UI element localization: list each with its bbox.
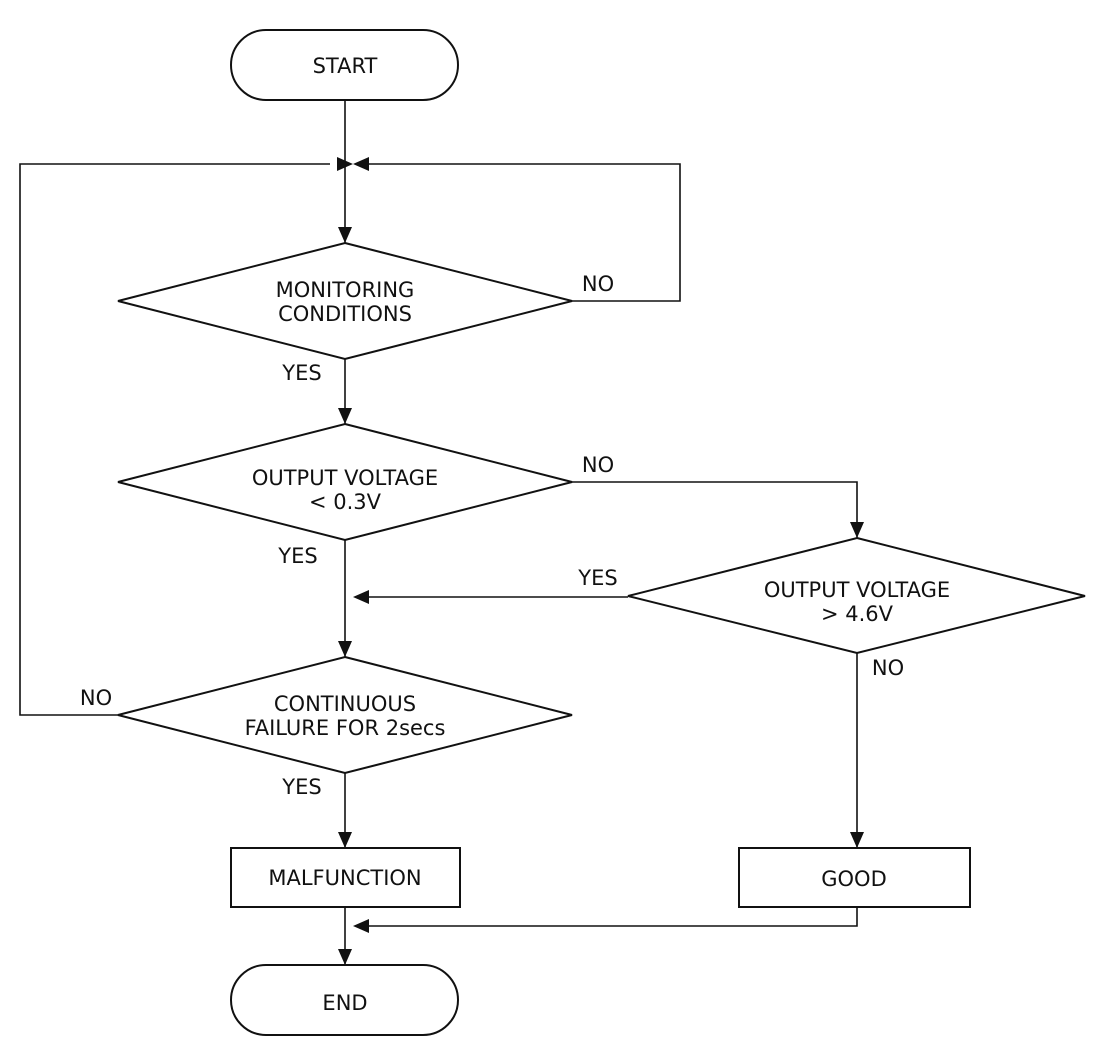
monitoring-text-line2: CONDITIONS <box>278 302 412 326</box>
arrowhead-into-good <box>850 832 864 848</box>
malfunction-process-shape <box>230 847 461 908</box>
continuous-no-label: NO <box>80 686 112 710</box>
good-text: GOOD <box>821 867 887 891</box>
low-voltage-yes-label: YES <box>277 544 317 568</box>
monitoring-no-label: NO <box>582 272 614 296</box>
edge-labels: NO YES NO YES YES NO NO YES <box>80 272 904 799</box>
high-voltage-decision-shape <box>627 536 1086 655</box>
continuous-decision-shape <box>117 655 573 775</box>
arrowhead-left-merge-top <box>353 157 369 171</box>
high-voltage-no-label: NO <box>872 656 904 680</box>
high-voltage-text-line1: OUTPUT VOLTAGE <box>764 578 950 602</box>
good-process-shape <box>738 847 971 908</box>
start-node: START <box>230 29 459 101</box>
arrowhead-into-low-voltage <box>338 408 352 424</box>
edge-continuous-no-loop <box>19 163 330 716</box>
low-voltage-no-label: NO <box>582 453 614 477</box>
end-text: END <box>322 991 367 1015</box>
end-terminal-shape <box>230 964 459 1036</box>
arrowhead-into-end <box>338 949 352 965</box>
continuous-yes-label: YES <box>281 775 321 799</box>
arrowhead-merge-from-high-voltage <box>353 590 369 604</box>
continuous-failure-node: CONTINUOUS FAILURE FOR 2secs <box>117 655 573 775</box>
high-voltage-yes-label: YES <box>577 566 617 590</box>
arrowhead-into-monitoring <box>338 227 352 243</box>
arrowhead-into-high-voltage <box>850 522 864 538</box>
connectors <box>19 100 858 965</box>
start-terminal-shape <box>230 29 459 101</box>
high-voltage-text-line2: > 4.6V <box>821 602 894 626</box>
low-voltage-text-line1: OUTPUT VOLTAGE <box>252 466 438 490</box>
arrowheads <box>337 157 864 965</box>
monitoring-conditions-node: MONITORING CONDITIONS <box>117 241 573 361</box>
end-node: END <box>230 964 459 1036</box>
malfunction-text: MALFUNCTION <box>268 866 421 890</box>
monitoring-decision-shape <box>117 241 573 361</box>
good-node: GOOD <box>738 847 971 908</box>
low-voltage-text-line2: < 0.3V <box>309 490 382 514</box>
arrowhead-merge-from-good <box>353 919 369 933</box>
monitoring-yes-label: YES <box>281 361 321 385</box>
low-voltage-node: OUTPUT VOLTAGE < 0.3V <box>117 422 573 542</box>
continuous-text-line1: CONTINUOUS <box>274 692 416 716</box>
monitoring-text-line1: MONITORING <box>276 278 415 302</box>
low-voltage-decision-shape <box>117 422 573 542</box>
arrowhead-right-merge-top <box>337 157 353 171</box>
edge-good-to-end <box>360 907 858 927</box>
malfunction-node: MALFUNCTION <box>230 847 461 908</box>
edge-low-voltage-no <box>572 481 858 538</box>
edge-monitoring-no-loop <box>360 163 681 302</box>
arrowhead-into-malfunction <box>338 832 352 848</box>
continuous-text-line2: FAILURE FOR 2secs <box>245 716 446 740</box>
arrowhead-into-continuous <box>338 641 352 657</box>
high-voltage-node: OUTPUT VOLTAGE > 4.6V <box>627 536 1086 655</box>
start-text: START <box>313 54 378 78</box>
